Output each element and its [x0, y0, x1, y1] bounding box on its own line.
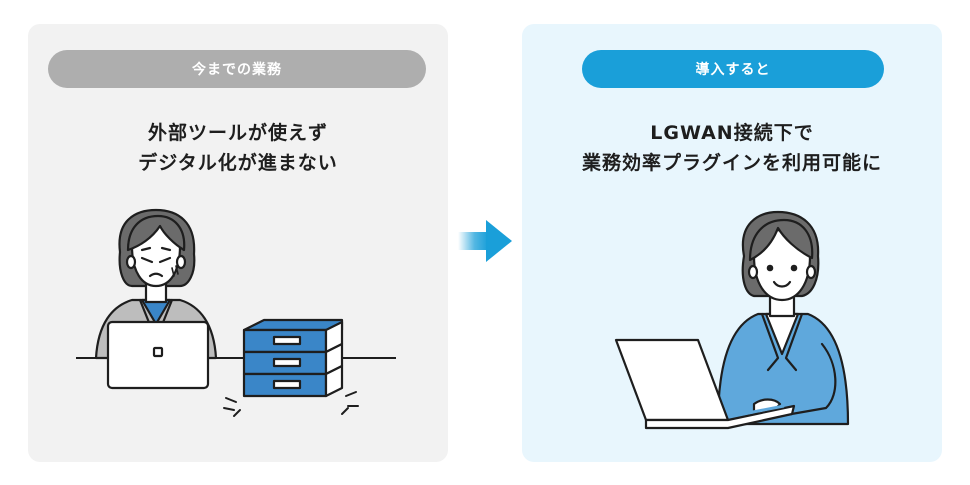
- after-heading: LGWAN接続下で 業務効率プラグインを利用可能に: [522, 118, 942, 178]
- after-heading-line-2: 業務効率プラグインを利用可能に: [581, 152, 882, 174]
- after-panel: 導入すると LGWAN接続下で 業務効率プラグインを利用可能に: [522, 24, 942, 462]
- before-heading-line-2: デジタル化が進まない: [138, 152, 338, 174]
- server-stack-icon: [242, 318, 344, 398]
- right-arrow-icon: [458, 220, 512, 262]
- after-heading-line-1: LGWAN接続下で: [650, 122, 814, 144]
- laptop-icon: [614, 338, 796, 430]
- laptop-icon: [106, 320, 210, 390]
- before-heading-line-1: 外部ツールが使えず: [147, 122, 328, 144]
- after-label-text: 導入すると: [695, 62, 771, 78]
- after-illustration: [614, 210, 850, 430]
- before-heading: 外部ツールが使えず デジタル化が進まない: [28, 118, 448, 178]
- before-illustration: [76, 208, 396, 417]
- after-label-pill: 導入すると: [582, 50, 884, 88]
- before-panel: 今までの業務 外部ツールが使えず デジタル化が進まない: [28, 24, 448, 462]
- before-label-pill: 今までの業務: [48, 50, 426, 88]
- shake-marks: [223, 391, 359, 417]
- happy-woman-figure: [716, 210, 850, 426]
- before-label-text: 今までの業務: [192, 62, 282, 78]
